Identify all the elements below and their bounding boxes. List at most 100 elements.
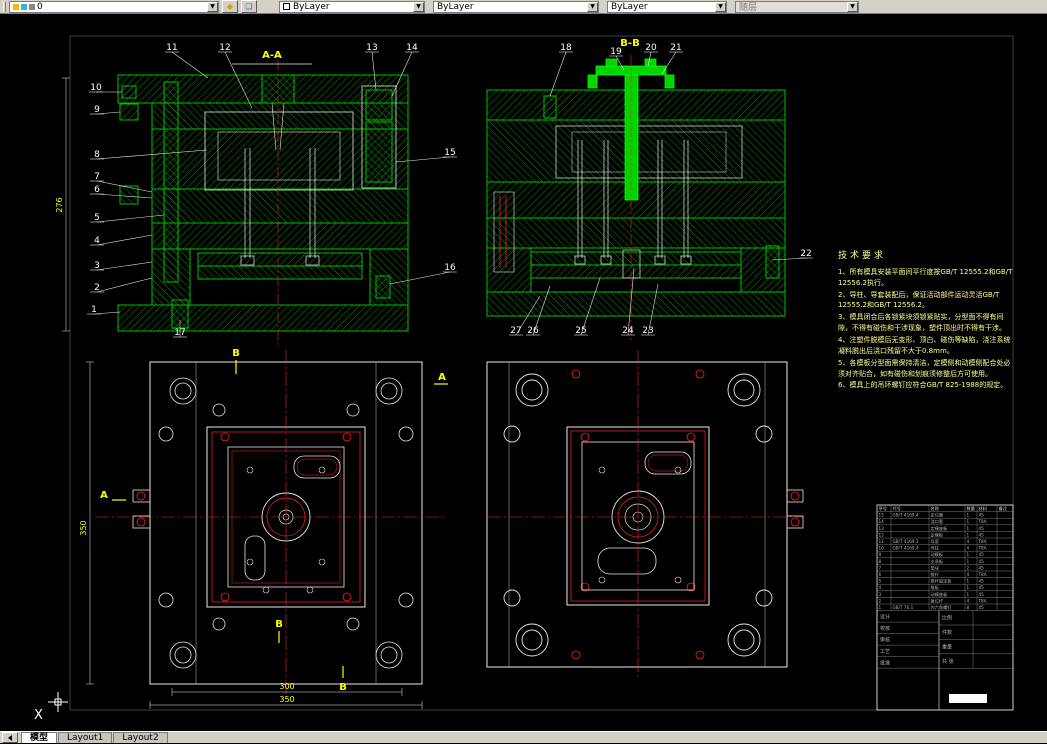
part-callout-3[interactable]: 3 — [94, 261, 100, 271]
part-callout-9[interactable]: 9 — [94, 105, 100, 115]
layer-dropdown-arrow-icon[interactable]: ▼ — [207, 2, 218, 12]
part-callout-15[interactable]: 15 — [444, 148, 455, 158]
part-callout-16[interactable]: 16 — [444, 263, 456, 273]
diamond-icon: ◆ — [227, 2, 233, 11]
plotstyle-dropdown-arrow-icon: ▼ — [847, 2, 858, 12]
title-block-cell: 45 — [979, 526, 985, 531]
part-callout-4[interactable]: 4 — [94, 236, 100, 246]
tech-note-6: 6、模具上的吊环螺钉应符合GB/T 825-1988的规定。 — [838, 380, 1016, 391]
section-marker-A: A — [438, 372, 446, 383]
title-block-cell: 11 — [879, 539, 885, 544]
title-block-cell: 5 — [879, 579, 882, 584]
screw-18-part[interactable] — [544, 96, 556, 118]
info-label: 共 张 — [942, 658, 954, 665]
screw-10[interactable] — [122, 86, 136, 98]
screw-16-part[interactable] — [376, 276, 390, 298]
tab-layout1[interactable]: Layout1 — [58, 732, 112, 743]
bottom-clamp-plate[interactable] — [118, 305, 408, 331]
title-block-cell: T8A — [978, 598, 987, 603]
title-block-cell: 45 — [979, 605, 985, 610]
ejector-plate[interactable] — [198, 266, 362, 279]
color-control-dropdown[interactable]: ByLayer ▼ — [279, 1, 425, 13]
layer-value: 0 — [37, 2, 207, 12]
guide-pillar[interactable] — [164, 82, 178, 282]
title-block-cell: 6 — [879, 572, 882, 577]
part-callout-12[interactable]: 12 — [219, 43, 230, 53]
tab-layout2[interactable]: Layout2 — [113, 732, 167, 743]
title-block-cell: 4 — [967, 572, 970, 577]
title-block-cell: 材料 — [979, 505, 988, 512]
fitting-9[interactable] — [120, 104, 138, 120]
tab-model[interactable]: 模型 — [21, 732, 57, 743]
bottom-clamp-plate-b[interactable] — [487, 292, 785, 316]
part-callout-14[interactable]: 14 — [406, 43, 418, 53]
title-block-cell: 45 — [979, 579, 985, 584]
part-callout-2[interactable]: 2 — [94, 283, 100, 293]
title-block-cell: 1 — [967, 579, 970, 584]
title-block-cell: 序号 — [879, 505, 887, 512]
part-callout-21[interactable]: 21 — [670, 43, 681, 53]
support-plate-b[interactable] — [487, 218, 785, 248]
title-block-cell: 数量 — [967, 505, 975, 512]
sign-label: 校核 — [880, 625, 890, 632]
ejector-retainer-b[interactable] — [531, 252, 741, 265]
title-block-cell: 1 — [967, 552, 970, 557]
drawing-number-block — [949, 694, 987, 703]
dimension-text: 350 — [279, 695, 294, 704]
part-callout-10[interactable]: 10 — [90, 83, 102, 93]
part-callout-22[interactable]: 22 — [800, 249, 811, 259]
title-block-cell: 1 — [967, 559, 970, 564]
support-plate[interactable] — [152, 223, 408, 249]
linetype-control-dropdown[interactable]: ByLayer ▼ — [433, 1, 599, 13]
insert-13[interactable] — [366, 90, 392, 120]
ejector-retainer-plate[interactable] — [198, 253, 362, 266]
sign-label: 批准 — [880, 660, 890, 667]
part-callout-24[interactable]: 24 — [622, 326, 634, 336]
ejector-plate-b[interactable] — [531, 265, 741, 278]
part-callout-27[interactable]: 27 — [510, 326, 521, 336]
part-callout-13[interactable]: 13 — [366, 43, 377, 53]
color-dropdown-arrow-icon[interactable]: ▼ — [413, 2, 424, 12]
spacer-left-b[interactable] — [487, 248, 531, 292]
part-callout-5[interactable]: 5 — [94, 213, 100, 223]
section-marker-B: B — [232, 348, 240, 359]
part-callout-18[interactable]: 18 — [560, 43, 572, 53]
part-callout-6[interactable]: 6 — [94, 185, 100, 195]
part-callout-20[interactable]: 20 — [645, 43, 657, 53]
lineweight-dropdown-arrow-icon[interactable]: ▼ — [715, 2, 726, 12]
tech-note-1: 1、所有模具安装平面间平行度按GB/T 12555.2和GB/T 12556.2… — [838, 267, 1016, 289]
part-callout-11[interactable]: 11 — [166, 43, 177, 53]
insert-14-15[interactable] — [366, 122, 392, 182]
title-block-cell: 1 — [967, 519, 970, 524]
layer-lock-icon — [21, 4, 27, 10]
part-callout-26[interactable]: 26 — [527, 326, 539, 336]
part-callout-8[interactable]: 8 — [94, 150, 100, 160]
make-object-layer-current-button[interactable]: ◆ — [222, 0, 238, 13]
toolbar-grip[interactable] — [3, 2, 6, 12]
lineweight-value: ByLayer — [611, 2, 715, 12]
part-callout-1[interactable]: 1 — [91, 305, 97, 315]
title-block-cell: 45 — [979, 559, 985, 564]
part-callout-19[interactable]: 19 — [610, 47, 622, 57]
part-callout-17[interactable]: 17 — [174, 328, 185, 338]
layer-previous-button[interactable]: ❏ — [241, 0, 257, 13]
title-block-cell: 1 — [967, 532, 970, 537]
title-block-cell: 9 — [879, 552, 882, 557]
lineweight-control-dropdown[interactable]: ByLayer ▼ — [607, 1, 727, 13]
layer-dropdown[interactable]: 0 ▼ — [9, 1, 219, 13]
part-callout-7[interactable]: 7 — [94, 172, 100, 182]
part-callout-25[interactable]: 25 — [575, 326, 586, 336]
section-view-bb[interactable] — [487, 55, 785, 340]
title-block-cell: 4 — [967, 546, 970, 551]
color-value: ByLayer — [293, 2, 413, 12]
title-block-cell: T8A — [978, 519, 987, 524]
title-block-cell: 2 — [879, 598, 882, 603]
title-block-cell: 45 — [979, 513, 985, 518]
part-callout-23[interactable]: 23 — [642, 326, 653, 336]
title-block-cell: 45 — [979, 532, 985, 537]
tab-scroll-left-icon[interactable] — [2, 732, 18, 743]
title-block-cell: 内六角螺钉 — [931, 604, 953, 611]
screw-22-part[interactable] — [766, 246, 779, 278]
linetype-dropdown-arrow-icon[interactable]: ▼ — [587, 2, 598, 12]
core-plate[interactable] — [152, 189, 408, 223]
